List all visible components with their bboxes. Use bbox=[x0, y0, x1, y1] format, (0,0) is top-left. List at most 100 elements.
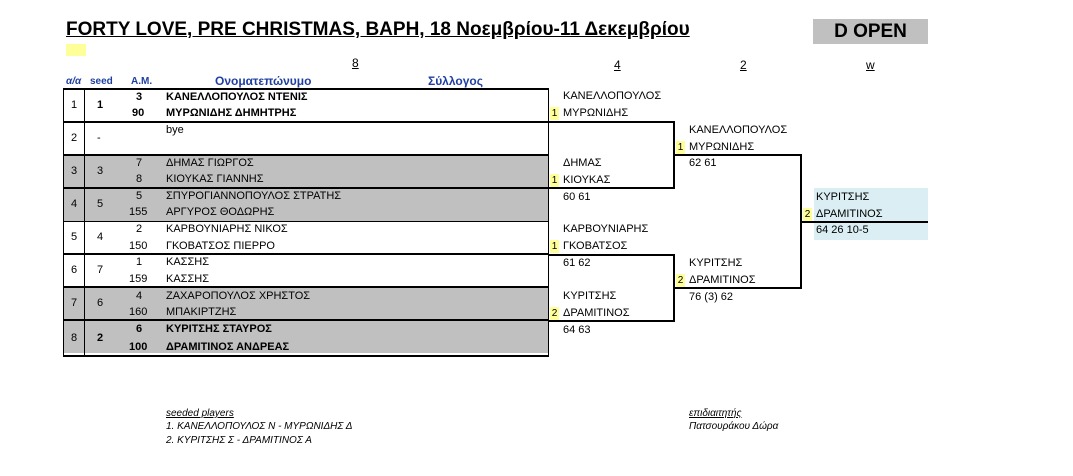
entry-index: 8 bbox=[71, 332, 78, 344]
player-name: ΚΑΝΕΛΛΟΠΟΥΛΟΣ ΝΤΕΝΙΣ bbox=[166, 91, 308, 103]
player-name: ΚΥΡΙΤΣΗΣ ΣΤΑΥΡΟΣ bbox=[166, 323, 272, 335]
referee-name: Πατσουράκου Δώρα bbox=[689, 421, 779, 432]
seeded-entry: 2. ΚΥΡΙΤΣΗΣ Σ - ΔΡΑΜΙΤΙΝΟΣ Α bbox=[166, 435, 312, 446]
grid-line bbox=[63, 88, 549, 90]
seed-marker: 2 bbox=[803, 208, 812, 221]
entry-am: 159 bbox=[129, 273, 148, 285]
page-title: FORTY LOVE, PRE CHRISTMAS, ΒΑΡΗ, 18 Νοεμ… bbox=[66, 19, 690, 40]
round-header-8: 8 bbox=[352, 56, 359, 70]
col-header-index: α/α bbox=[66, 76, 82, 87]
highlight-mark bbox=[66, 44, 86, 56]
entry-seed: 3 bbox=[97, 165, 104, 177]
bracket-line bbox=[674, 287, 802, 289]
entry-am: 4 bbox=[136, 290, 143, 302]
entry-row-8 bbox=[63, 320, 548, 353]
round-header-w: w bbox=[866, 58, 875, 72]
player-name: ΜΠΑΚΙΡΤΖΗΣ bbox=[166, 306, 237, 318]
entry-seed: 4 bbox=[97, 231, 104, 243]
r2-player: ΔΗΜΑΣ bbox=[563, 157, 602, 169]
seeded-entry: 1. ΚΑΝΕΛΛΟΠΟΥΛΟΣ Ν - ΜΥΡΩΝΙΔΗΣ Δ bbox=[166, 421, 353, 432]
seeded-title: seeded players bbox=[166, 408, 234, 419]
col-header-seed: seed bbox=[90, 76, 113, 87]
grid-line bbox=[63, 187, 549, 189]
player-name: ΣΠΥΡΟΓΙΑΝΝΟΠΟΥΛΟΣ ΣΤΡΑΤΗΣ bbox=[166, 190, 342, 202]
entry-seed: 6 bbox=[97, 297, 104, 309]
player-name: ΔΗΜΑΣ ΓΙΩΡΓΟΣ bbox=[166, 157, 254, 169]
bracket-line bbox=[674, 154, 801, 156]
r2-player: ΚΥΡΙΤΣΗΣ bbox=[563, 290, 617, 302]
winner-player: ΔΡΑΜΙΤΙΝΟΣ bbox=[816, 208, 883, 220]
col-header-am: A.M. bbox=[131, 76, 153, 87]
entry-index: 3 bbox=[71, 165, 78, 177]
winner-box bbox=[814, 188, 928, 240]
grid-line bbox=[63, 221, 549, 222]
winner-score: 64 26 10-5 bbox=[816, 224, 869, 236]
entry-row-4 bbox=[63, 188, 548, 221]
entry-am: 7 bbox=[136, 157, 143, 169]
col-header-name: Ονοματεπώνυμο bbox=[215, 74, 312, 88]
entry-am: 8 bbox=[136, 173, 143, 185]
r2-player: ΚΑΡΒΟΥΝΙΑΡΗΣ bbox=[563, 223, 649, 235]
round-header-4: 4 bbox=[614, 58, 621, 72]
semi-player: ΔΡΑΜΙΤΙΝΟΣ bbox=[689, 274, 756, 286]
r2-score: 60 61 bbox=[563, 191, 591, 203]
entry-am: 1 bbox=[136, 256, 143, 268]
seed-marker: 1 bbox=[550, 107, 559, 120]
semi-player: ΜΥΡΩΝΙΔΗΣ bbox=[689, 141, 755, 153]
r2-player: ΓΚΟΒΑΤΣΟΣ bbox=[563, 240, 628, 252]
entry-index: 2 bbox=[71, 132, 78, 144]
entry-am: 3 bbox=[136, 91, 143, 103]
grid-line bbox=[63, 121, 549, 123]
seed-marker: 1 bbox=[676, 141, 685, 154]
winner-player: ΚΥΡΙΤΣΗΣ bbox=[816, 191, 870, 203]
bracket-line bbox=[548, 121, 674, 123]
entry-am: 6 bbox=[136, 323, 143, 335]
entry-index: 6 bbox=[71, 264, 78, 276]
round-header-2: 2 bbox=[740, 58, 747, 72]
grid-line bbox=[63, 154, 549, 156]
grid-line bbox=[63, 253, 549, 255]
grid-line bbox=[84, 89, 85, 356]
entry-index: 7 bbox=[71, 297, 78, 309]
entry-index: 1 bbox=[71, 99, 78, 111]
entry-seed: 5 bbox=[97, 198, 104, 210]
entry-am: 5 bbox=[136, 190, 143, 202]
bracket-line bbox=[548, 254, 674, 256]
category-badge: D OPEN bbox=[813, 19, 928, 44]
player-name: ΚΑΡΒΟΥΝΙΑΡΗΣ ΝΙΚΟΣ bbox=[166, 223, 288, 235]
seed-marker: 2 bbox=[676, 274, 685, 287]
grid-line bbox=[63, 89, 64, 356]
entry-seed: 7 bbox=[97, 264, 104, 276]
semi-player: ΚΑΝΕΛΛΟΠΟΥΛΟΣ bbox=[689, 124, 788, 136]
r2-score: 64 63 bbox=[563, 324, 591, 336]
player-name: ΜΥΡΩΝΙΔΗΣ ΔΗΜΗΤΡΗΣ bbox=[166, 107, 297, 119]
entry-index: 5 bbox=[71, 231, 78, 243]
player-name: ΚΑΣΣΗΣ bbox=[166, 256, 210, 268]
entry-am: 90 bbox=[132, 107, 145, 119]
player-name: ΓΚΟΒΑΤΣΟΣ ΠΙΕΡΡΟ bbox=[166, 240, 275, 252]
entry-row-2 bbox=[63, 122, 548, 155]
player-name: bye bbox=[166, 124, 184, 136]
entry-am: 160 bbox=[129, 306, 148, 318]
bracket-line bbox=[548, 320, 675, 322]
entry-row-3 bbox=[63, 155, 548, 188]
entry-am: 155 bbox=[129, 206, 148, 218]
r2-player: ΚΑΝΕΛΛΟΠΟΥΛΟΣ bbox=[563, 90, 662, 102]
player-name: ΑΡΓΥΡΟΣ ΘΟΔΩΡΗΣ bbox=[166, 206, 275, 218]
entry-am: 100 bbox=[129, 341, 148, 353]
grid-line bbox=[548, 89, 549, 356]
player-name: ΔΡΑΜΙΤΙΝΟΣ ΑΝΔΡΕΑΣ bbox=[166, 341, 290, 353]
entry-index: 4 bbox=[71, 198, 78, 210]
grid-line bbox=[63, 286, 549, 288]
r2-player: ΜΥΡΩΝΙΔΗΣ bbox=[563, 107, 629, 119]
seed-marker: 1 bbox=[550, 240, 559, 253]
entry-seed: 2 bbox=[97, 332, 104, 344]
seed-marker: 1 bbox=[550, 174, 559, 187]
semi-score: 62 61 bbox=[689, 157, 717, 169]
grid-line bbox=[63, 355, 549, 357]
entry-seed: 1 bbox=[97, 99, 104, 111]
entry-row-7 bbox=[63, 287, 548, 320]
player-name: ΖΑΧΑΡΟΠΟΥΛΟΣ ΧΡΗΣΤΟΣ bbox=[166, 290, 311, 302]
col-header-club: Σύλλογος bbox=[428, 74, 483, 88]
r2-player: ΔΡΑΜΙΤΙΝΟΣ bbox=[563, 307, 630, 319]
